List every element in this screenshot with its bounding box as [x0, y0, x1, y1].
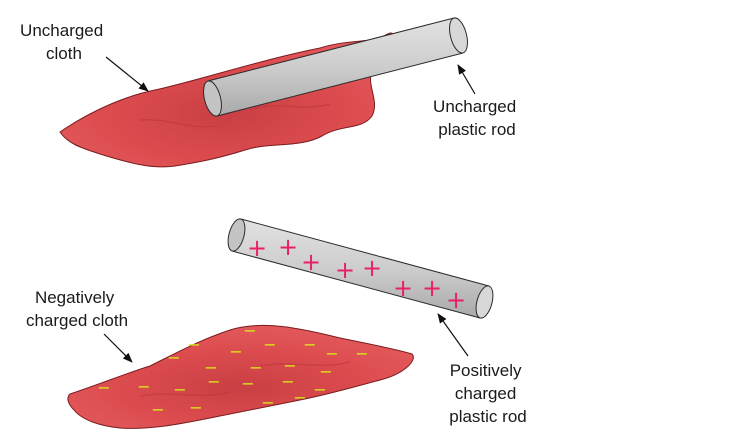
plus-charge: +: [446, 286, 466, 314]
plus-charge: +: [301, 248, 321, 276]
minus-charge: −: [173, 380, 186, 399]
minus-charge: −: [313, 380, 326, 399]
minus-charge: −: [151, 400, 164, 419]
positive-rod-label: Positively charged plastic rod: [449, 361, 526, 426]
minus-charge: −: [293, 388, 306, 407]
plus-charge: +: [393, 274, 413, 302]
minus-charge: −: [243, 321, 256, 340]
minus-charge: −: [187, 335, 200, 354]
minus-charge: −: [189, 398, 202, 417]
positive-rod-arrow: [437, 313, 469, 357]
negative-cloth-arrow: [103, 333, 133, 363]
minus-charge: −: [97, 378, 110, 397]
minus-charge: −: [281, 372, 294, 391]
minus-charge: −: [207, 372, 220, 391]
minus-charge: −: [241, 374, 254, 393]
uncharged-rod-arrow: [457, 64, 476, 95]
minus-charge: −: [229, 342, 242, 361]
positive-charges: ++++++++: [247, 233, 466, 314]
uncharged-rod-label: Uncharged plastic rod: [433, 97, 521, 139]
plus-charge: +: [362, 254, 382, 282]
minus-charge: −: [303, 335, 316, 354]
negative-charges: −−−−−−−−−−−−−−−−−−−−−−−: [97, 321, 368, 419]
uncharged-cloth-label: Uncharged cloth: [20, 21, 108, 63]
negative-cloth-label: Negatively charged cloth: [26, 288, 128, 330]
minus-charge: −: [283, 356, 296, 375]
minus-charge: −: [261, 393, 274, 412]
minus-charge: −: [204, 358, 217, 377]
positively-charged-plastic-rod: [227, 218, 494, 319]
minus-charge: −: [325, 344, 338, 363]
plus-charge: +: [278, 233, 298, 261]
minus-charge: −: [355, 344, 368, 363]
plus-charge: +: [422, 274, 442, 302]
minus-charge: −: [167, 348, 180, 367]
plus-charge: +: [247, 234, 267, 262]
uncharged-cloth-arrow: [105, 56, 149, 92]
minus-charge: −: [263, 335, 276, 354]
minus-charge: −: [319, 362, 332, 381]
negatively-charged-cloth: [67, 324, 414, 429]
plus-charge: +: [335, 256, 355, 284]
minus-charge: −: [249, 358, 262, 377]
minus-charge: −: [137, 377, 150, 396]
uncharged-plastic-rod: [203, 17, 468, 117]
